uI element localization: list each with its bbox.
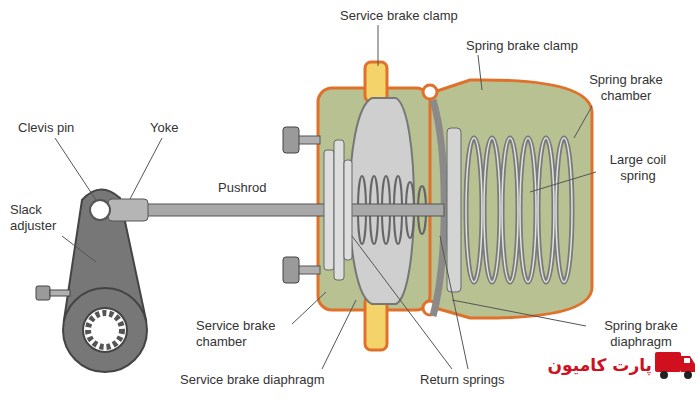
spline-bore [83,308,127,352]
part-label: Spring brake diaphragm [588,318,694,350]
part-label: Clevis pin [18,120,98,136]
mounting-nut [283,257,299,283]
part-label: Large coil spring [598,152,678,184]
spring-plate [447,128,461,292]
pressure-plate [344,160,352,260]
spring-clamp-ring [423,85,437,99]
truck-icon [655,352,695,379]
service-chamber-housing [318,88,430,310]
part-label: Pushrod [218,180,288,196]
pressure-plate [324,150,334,270]
mounting-nut [283,127,299,153]
part-label: Service brake chamber [196,318,290,350]
part-label: Slack adjuster [10,202,70,234]
service-diaphragm [350,98,415,304]
coil-spring [466,138,572,282]
slack-adjuster-body [63,288,147,372]
part-label: Service brake clamp [340,8,480,24]
watermark: پارت کامیون [536,354,652,376]
leader-lines [55,25,596,369]
splines [88,313,122,347]
part-label: Service brake diaphragm [180,372,360,388]
pushrod [138,204,444,216]
part-label: Spring brake chamber [580,72,672,104]
yoke [108,199,148,221]
part-label: Yoke [150,120,200,136]
pressure-plate [334,140,344,280]
coil-spring-highlight [466,138,572,282]
service-clamp-top [365,62,387,102]
mounting-stud [296,136,320,144]
adjusting-bolt [36,286,50,300]
clevis-pin [90,200,110,220]
adjusting-bolt-shaft [50,290,70,296]
mounting-stud [296,266,320,274]
part-label: Return springs [420,372,530,388]
part-label: Spring brake clamp [466,38,616,54]
